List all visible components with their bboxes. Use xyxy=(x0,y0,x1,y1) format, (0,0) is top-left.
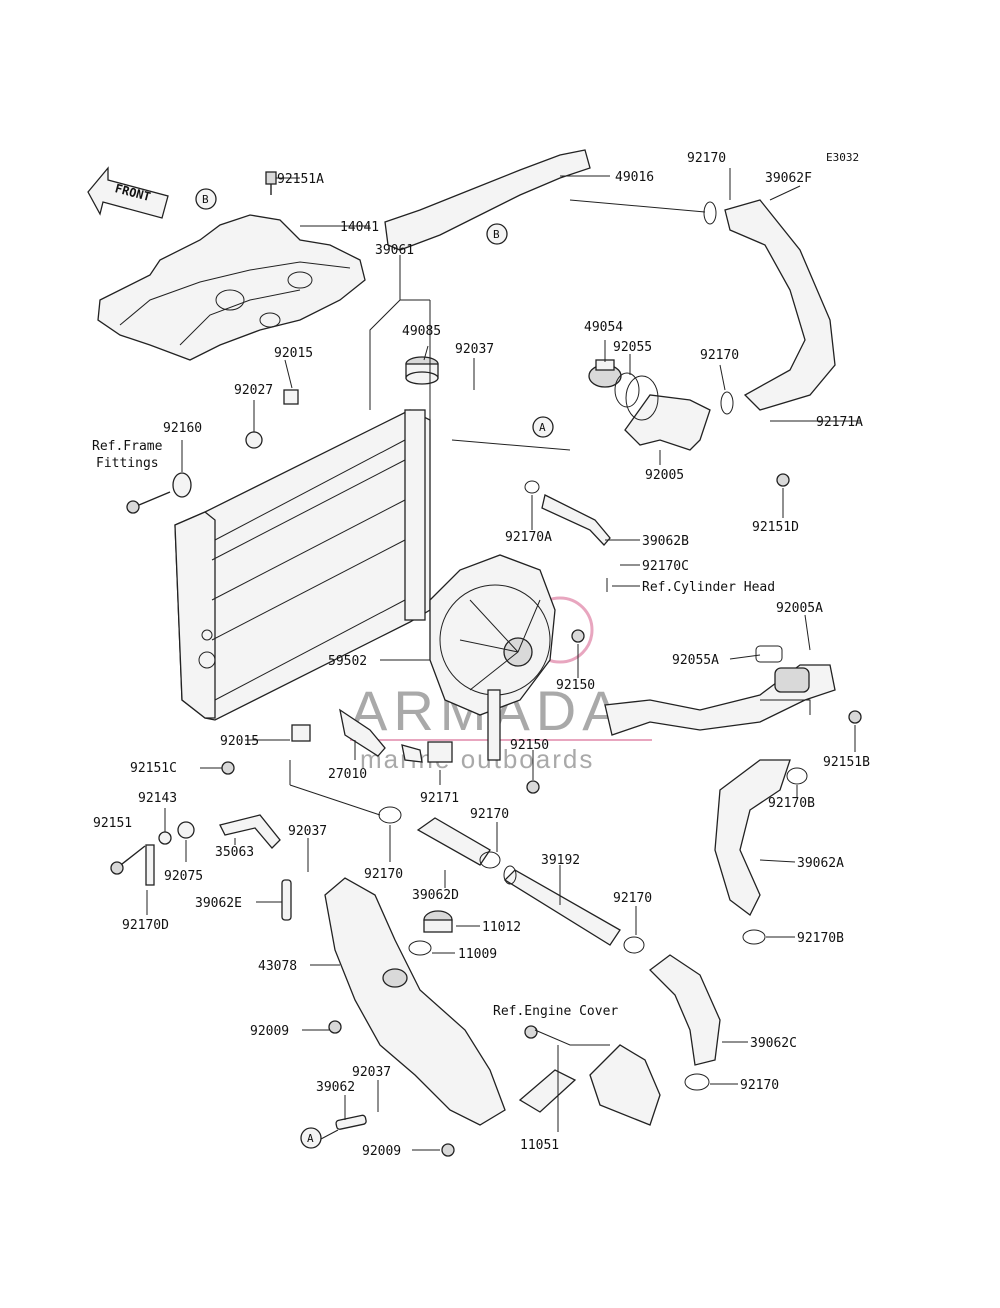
engine-cover-bracket-11051 xyxy=(518,1044,661,1126)
hose-39062A xyxy=(714,759,791,916)
hose-clamp-icons xyxy=(378,201,808,1091)
label-92055: 92055 xyxy=(613,340,652,355)
label-92171A: 92171A xyxy=(816,415,863,430)
label-ref-cylinder-head: Ref.Cylinder Head xyxy=(642,580,775,595)
seal-49016 xyxy=(384,149,591,251)
label-39062A: 39062A xyxy=(797,856,844,871)
svg-text:A: A xyxy=(539,421,546,434)
label-92151C: 92151C xyxy=(130,761,177,776)
bolt-icons xyxy=(110,389,862,1157)
label-92151B: 92151B xyxy=(823,755,870,770)
label-39192: 39192 xyxy=(541,853,580,868)
callout-b-right: B xyxy=(486,223,508,245)
hose-39062C xyxy=(649,954,721,1066)
label-92170D: 92170D xyxy=(122,918,169,933)
label-39062C: 39062C xyxy=(750,1036,797,1051)
label-39062E: 39062E xyxy=(195,896,242,911)
radiator-39061 xyxy=(174,409,431,721)
label-92143: 92143 xyxy=(138,791,177,806)
label-92170A: 92170A xyxy=(505,530,552,545)
diagram-code: E3032 xyxy=(826,151,859,164)
gasket-11009 xyxy=(408,940,432,956)
label-92015-top: 92015 xyxy=(274,346,313,361)
label-92027: 92027 xyxy=(234,383,273,398)
label-39062F: 39062F xyxy=(765,171,812,186)
label-92170-top: 92170 xyxy=(687,151,726,166)
label-92170-low2: 92170 xyxy=(470,807,509,822)
radiator-shroud-14041 xyxy=(97,214,366,361)
label-49016: 49016 xyxy=(615,170,654,185)
svg-text:A: A xyxy=(307,1132,314,1145)
label-39061: 39061 xyxy=(375,243,414,258)
part-labels: 92151A 14041 49016 92170 39062F 39061 49… xyxy=(92,151,870,1159)
svg-text:B: B xyxy=(202,193,209,206)
label-92055A: 92055A xyxy=(672,653,719,668)
label-11009: 11009 xyxy=(458,947,497,962)
label-92170B-a: 92170B xyxy=(768,796,815,811)
callout-a-top: A xyxy=(532,416,554,438)
label-ref-engine-cover: Ref.Engine Cover xyxy=(493,1004,618,1019)
label-ref-frame-1: Ref.Frame xyxy=(92,439,163,454)
svg-text:B: B xyxy=(493,228,500,241)
leader-lines xyxy=(146,168,860,1151)
label-39062B: 39062B xyxy=(642,534,689,549)
pipe-39192 xyxy=(503,865,621,946)
label-92075: 92075 xyxy=(164,869,203,884)
label-92037-top: 92037 xyxy=(455,342,494,357)
label-92170-r: 92170 xyxy=(613,891,652,906)
label-59502: 59502 xyxy=(328,654,367,669)
callout-a-bottom: A xyxy=(300,1127,322,1149)
hose-39062B xyxy=(541,494,611,546)
callout-b-left: B xyxy=(195,188,217,210)
label-92170C: 92170C xyxy=(642,559,689,574)
label-92151A: 92151A xyxy=(277,172,324,187)
bracket-35063 xyxy=(219,814,281,849)
hose-39062D xyxy=(416,817,491,866)
label-92151D: 92151D xyxy=(752,520,799,535)
label-39062: 39062 xyxy=(316,1080,355,1095)
label-11012: 11012 xyxy=(482,920,521,935)
hose-39062E xyxy=(281,879,292,921)
label-92170-low: 92170 xyxy=(364,867,403,882)
label-92009-b: 92009 xyxy=(362,1144,401,1159)
label-27010: 27010 xyxy=(328,767,367,782)
label-92005: 92005 xyxy=(645,468,684,483)
label-49054: 49054 xyxy=(584,320,623,335)
label-92150-b: 92150 xyxy=(510,738,549,753)
pipe-92005A xyxy=(604,664,836,736)
label-11051: 11051 xyxy=(520,1138,559,1153)
label-92005A: 92005A xyxy=(776,601,823,616)
hose-39062 xyxy=(335,1114,367,1130)
label-92037-bot: 92037 xyxy=(352,1065,391,1080)
thermostat-housing-92005 xyxy=(624,375,711,451)
label-92160: 92160 xyxy=(163,421,202,436)
front-arrow-icon: FRONT xyxy=(87,166,169,219)
label-92015-low: 92015 xyxy=(220,734,259,749)
label-92170-bot: 92170 xyxy=(740,1078,779,1093)
reservoir-tank-43078 xyxy=(324,877,506,1126)
label-92170B-b: 92170B xyxy=(797,931,844,946)
watermark-tagline: marine outboards xyxy=(360,744,594,774)
label-92171: 92171 xyxy=(420,791,459,806)
label-92150-a: 92150 xyxy=(556,678,595,693)
label-92037-mid: 92037 xyxy=(288,824,327,839)
label-92151: 92151 xyxy=(93,816,132,831)
bolt-92151A-icon xyxy=(265,171,277,195)
hose-39062F xyxy=(724,199,836,411)
radiator-cap-49085 xyxy=(405,356,439,385)
label-39062D: 39062D xyxy=(412,888,459,903)
label-ref-frame-2: Fittings xyxy=(96,456,159,471)
reservoir-cap-11012 xyxy=(423,910,453,933)
label-35063: 35063 xyxy=(215,845,254,860)
label-14041: 14041 xyxy=(340,220,379,235)
label-43078: 43078 xyxy=(258,959,297,974)
label-49085: 49085 xyxy=(402,324,441,339)
label-92009-a: 92009 xyxy=(250,1024,289,1039)
label-92170-mid: 92170 xyxy=(700,348,739,363)
cooling-fan-59502 xyxy=(429,554,556,761)
